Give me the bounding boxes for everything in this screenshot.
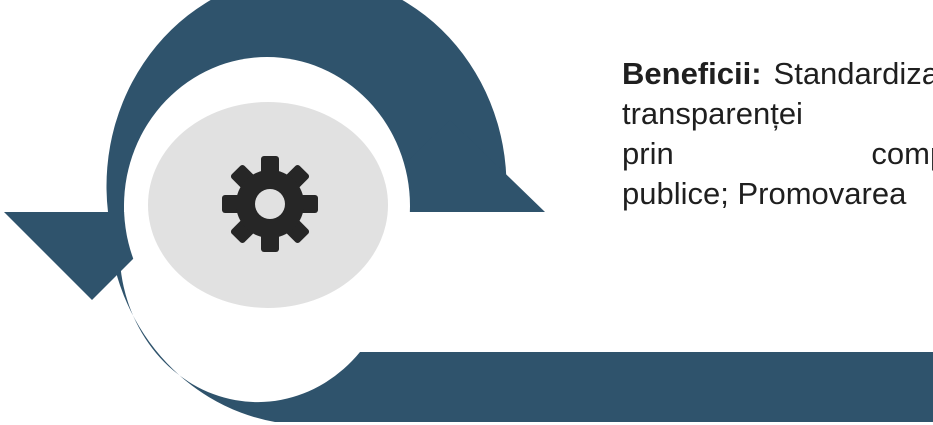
gear-icon [222,156,318,252]
benefits-line-1-text: Standardizarea [773,56,933,91]
ring-top-arc [106,0,507,212]
benefits-line-1: Beneficii: Standardizarea [622,54,933,94]
benefits-line-2: transparenței și [622,96,933,131]
benefits-text: Beneficii: Standardizarea transparenței ș… [622,54,933,214]
benefits-line-3: prin completarea [622,136,933,171]
benefits-line-4: publice; Promovarea [622,176,907,211]
ring-bottom-arc [107,212,933,422]
benefits-label: Beneficii: [622,56,762,91]
